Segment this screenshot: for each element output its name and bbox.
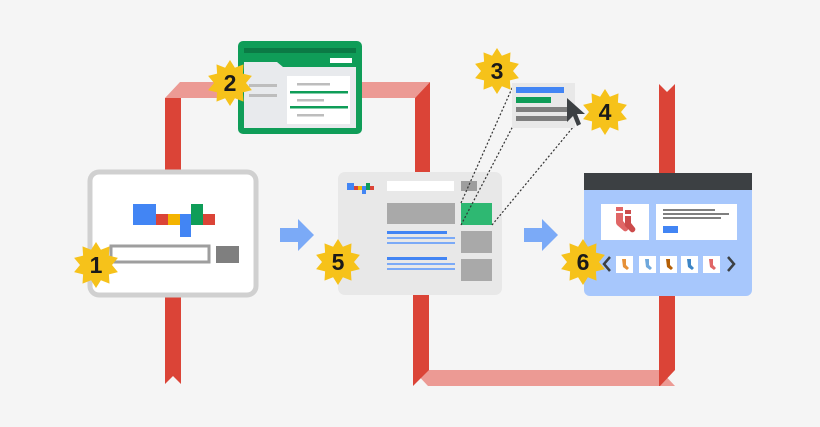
chevron-right-icon (727, 256, 736, 272)
organic-result-links (387, 231, 455, 270)
results-top-banner (387, 203, 455, 224)
flow-arrow-icon-1 (280, 219, 314, 251)
mouse-cursor-icon (567, 98, 585, 126)
ribbon-bottom (413, 370, 675, 386)
shopping-ad-slot (461, 203, 492, 225)
step-badge-2: 2 (208, 60, 252, 106)
step-badge-3: 3 (475, 48, 519, 94)
ribbon-right-upper (659, 84, 675, 176)
step-badge-5: 5 (316, 239, 360, 285)
ribbon-right-lower (659, 292, 675, 386)
ribbon-left-lower (165, 290, 181, 384)
zoom-connector-lines (460, 85, 575, 226)
chevron-left-icon (602, 256, 611, 272)
ribbon-middle-upper (415, 82, 430, 180)
google-logo-blocks (133, 204, 215, 237)
step-badges: 1 2 3 4 5 6 (74, 48, 627, 288)
star-badge-icon (74, 242, 118, 288)
step-badge-1: 1 (74, 242, 118, 288)
search-button-block (216, 246, 239, 263)
star-badge-icon (561, 239, 605, 285)
shopping-ad-popup (512, 83, 575, 128)
thumbnail-carousel (602, 256, 736, 273)
flow-arrow-icon-2 (524, 219, 558, 251)
step-number: 2 (224, 70, 237, 96)
star-badge-icon (208, 60, 252, 106)
star-badge-icon (583, 89, 627, 135)
ribbon-left-upper (165, 98, 181, 180)
star-badge-icon (316, 239, 360, 285)
step-number: 1 (90, 252, 103, 278)
star-badge-icon (475, 48, 519, 94)
search-card (87, 169, 259, 298)
mini-google-logo (347, 183, 374, 194)
step-number: 3 (491, 58, 504, 84)
step-badge-4: 4 (583, 89, 627, 135)
ribbon-middle-lower (413, 292, 429, 386)
merchant-center-window (238, 41, 362, 134)
search-input-box (109, 244, 211, 264)
search-results-page (338, 172, 502, 295)
step-number: 4 (599, 99, 612, 125)
search-card-frame (87, 169, 259, 298)
step-number: 6 (577, 249, 590, 275)
step-badge-6: 6 (561, 239, 605, 285)
socks-icon (615, 207, 636, 233)
results-search-bar (387, 181, 454, 191)
step-number: 5 (332, 249, 345, 275)
product-page-window (584, 173, 752, 296)
